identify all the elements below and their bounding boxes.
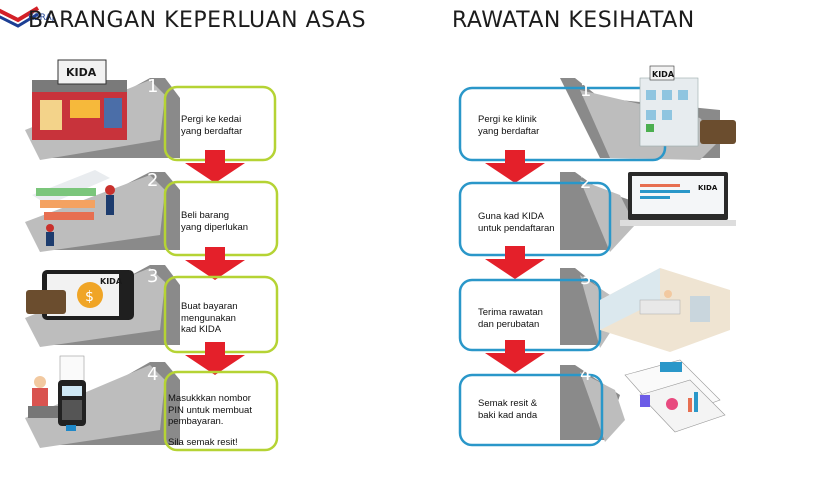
right-step-2-number: 2 xyxy=(580,172,591,193)
clinic-illustration: KIDA xyxy=(639,65,736,147)
left-arrow-1 xyxy=(185,150,245,183)
left-step-2-text: Beli barang yang diperlukan xyxy=(181,210,248,233)
left-step-4-note: Sila semak resit! xyxy=(168,436,238,448)
grocery-illustration xyxy=(32,170,115,246)
computer-illustration: KIDA xyxy=(620,172,736,226)
right-step-4-line-1: Semak resit & xyxy=(478,398,538,409)
right-step-4-frame xyxy=(458,373,604,447)
kerajaan-logo: KERAJAAN xyxy=(0,6,54,28)
right-step-4-line-2: baki kad anda xyxy=(478,409,538,421)
left-step-2-number: 2 xyxy=(147,170,158,191)
clinic-sign-label: KIDA xyxy=(652,70,675,79)
left-step-2-line-2: yang diperlukan xyxy=(181,221,249,233)
tablet-card-label: KIDA xyxy=(100,277,123,286)
left-step-3-text: Buat bayaran mengunakan kad KIDA xyxy=(181,301,238,336)
right-step-3-number: 3 xyxy=(580,268,591,289)
right-arrow-3 xyxy=(485,340,545,373)
kida-card-icon xyxy=(700,120,736,144)
right-step-4-text: Semak resit & baki kad anda xyxy=(478,398,537,421)
pin-terminal-illustration xyxy=(28,355,86,431)
right-step-1-text: Pergi ke klinik yang berdaftar xyxy=(478,114,539,137)
left-step-1-line-2: yang berdaftar xyxy=(181,125,243,137)
right-step-2-line-2: untuk pendaftaran xyxy=(478,222,555,234)
right-step-2-text: Guna kad KIDA untuk pendaftaran xyxy=(478,211,555,234)
logo-text: KERAJAAN xyxy=(28,13,54,23)
right-step-3-line-2: dan perubatan xyxy=(478,318,540,330)
receipt-documents-illustration xyxy=(624,359,726,433)
right-step-2-line-1: Guna kad KIDA xyxy=(478,211,545,222)
right-step-1-line-1: Pergi ke klinik xyxy=(478,114,537,125)
left-step-4-frame xyxy=(163,370,279,452)
left-step-3-line-2: mengunakan xyxy=(181,312,236,324)
shop-illustration: KIDA xyxy=(32,59,127,140)
kida-card-icon xyxy=(26,290,66,314)
left-step-2: 2 xyxy=(25,170,279,257)
right-step-3: 3 xyxy=(458,268,730,352)
right-step-1: 1 KIDA xyxy=(458,65,736,162)
left-title: BARANGAN KEPERLUAN ASAS xyxy=(28,8,367,33)
left-step-1-number: 1 xyxy=(147,76,158,97)
right-title: RAWATAN KESIHATAN xyxy=(452,8,695,33)
left-step-2-line-1: Beli barang xyxy=(181,210,230,221)
dollar-icon: $ xyxy=(85,289,94,305)
left-step-3: 3 $ KIDA xyxy=(25,265,279,354)
right-step-1-number: 1 xyxy=(580,80,591,101)
left-arrow-2 xyxy=(185,247,245,280)
left-arrow-3 xyxy=(185,342,245,375)
left-step-4-line-1: Masukkkan nombor xyxy=(168,393,251,404)
left-step-4-number: 4 xyxy=(147,364,158,385)
right-step-2-frame xyxy=(458,181,612,257)
clinic-room-illustration xyxy=(600,268,730,352)
left-step-1: 1 KIDA xyxy=(25,59,277,162)
right-step-1-line-2: yang berdaftar xyxy=(478,125,540,137)
right-arrow-1 xyxy=(485,150,545,183)
right-arrow-2 xyxy=(485,246,545,279)
right-step-4-number: 4 xyxy=(580,364,591,385)
left-step-1-text: Pergi ke kedai yang berdaftar xyxy=(181,114,242,137)
right-step-4: 4 xyxy=(458,359,726,447)
screen-card-label: KIDA xyxy=(698,184,718,192)
tablet-illustration: $ KIDA xyxy=(26,270,134,320)
left-step-4-text: Masukkkan nombor PIN untuk membuat pemba… xyxy=(168,393,252,448)
left-step-4: 4 xyxy=(25,355,279,452)
right-step-3-text: Terima rawatan dan perubatan xyxy=(478,307,543,330)
left-step-3-line-3: kad KIDA xyxy=(181,324,222,335)
medical-cross-icon xyxy=(646,124,654,132)
right-step-2: 2 KIDA xyxy=(458,172,736,257)
left-step-1-line-1: Pergi ke kedai xyxy=(181,114,242,125)
left-step-3-line-1: Buat bayaran xyxy=(181,301,238,312)
right-step-3-line-1: Terima rawatan xyxy=(478,307,543,318)
left-step-4-line-2: PIN untuk membuat xyxy=(168,404,252,416)
left-step-4-line-3: pembayaran. xyxy=(168,416,224,427)
shop-sign-label: KIDA xyxy=(66,66,97,79)
left-step-3-number: 3 xyxy=(147,266,158,287)
